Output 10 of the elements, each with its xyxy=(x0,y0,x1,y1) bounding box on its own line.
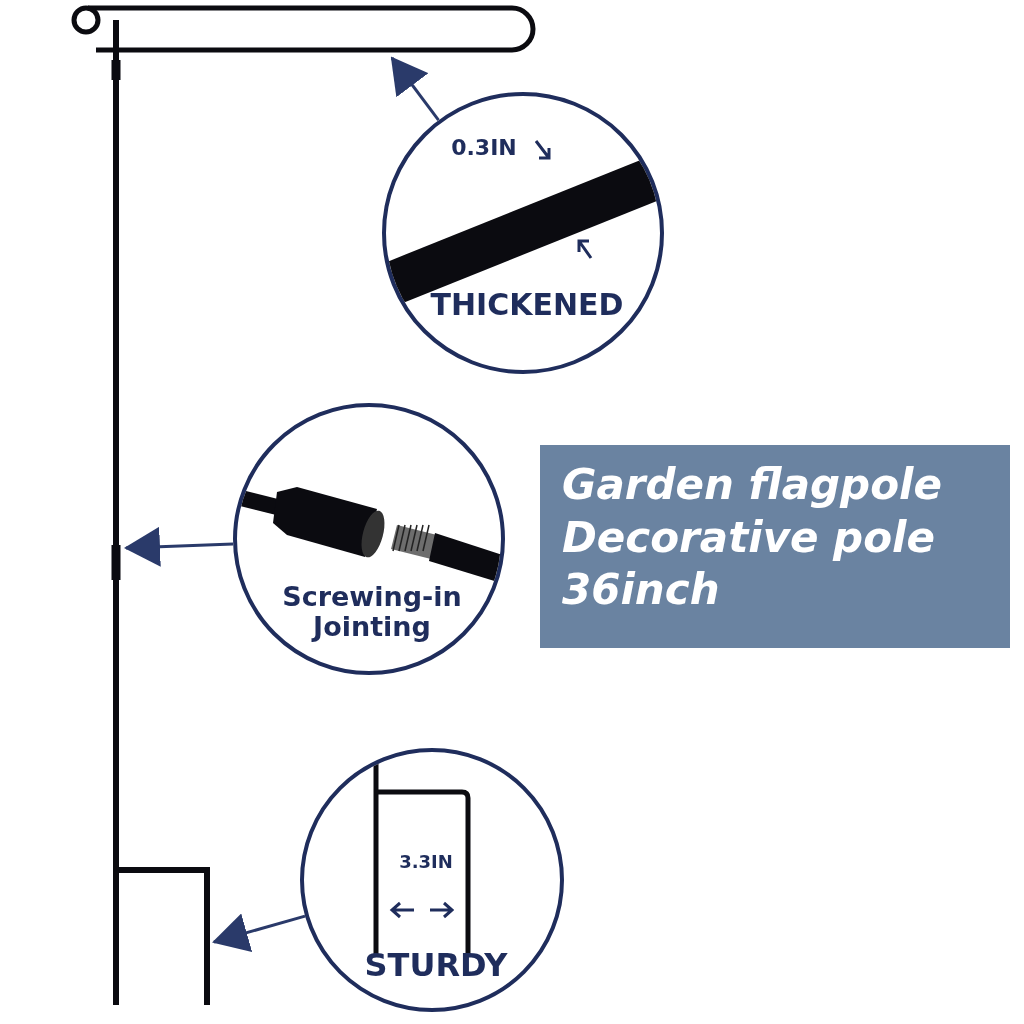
feature-label: THICKENED xyxy=(429,288,625,321)
callout-pointer xyxy=(390,56,440,121)
title-banner xyxy=(540,445,1010,648)
callout-pointer xyxy=(212,913,306,952)
dimension-label: 0.3IN xyxy=(450,136,518,161)
callout-pointer xyxy=(124,526,234,567)
feature-label: Screwing-in Jointing xyxy=(281,582,463,642)
feature-label: STURDY xyxy=(363,948,509,984)
dimension-label: 3.3IN xyxy=(398,852,454,872)
product-title: Garden flagpole Decorative pole 36inch xyxy=(562,459,943,616)
